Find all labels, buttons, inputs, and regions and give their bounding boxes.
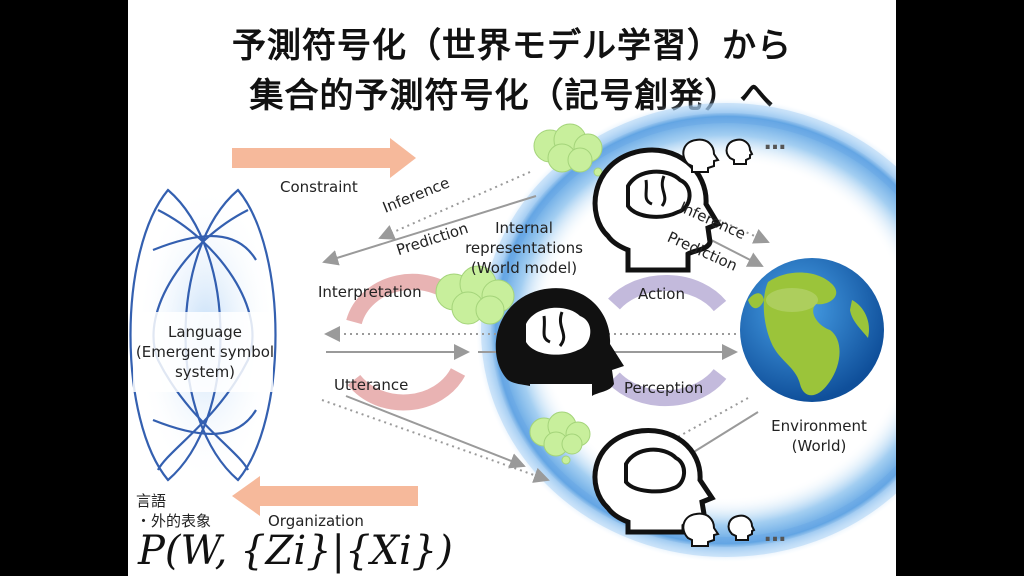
brain-head-icon (495, 138, 756, 547)
jp-external-representation-label: ・外的表象 (136, 512, 212, 530)
more-agents-top: … (764, 130, 788, 155)
thought-cloud-icon (435, 123, 603, 465)
probability-formula: P(W, {Zi}|{Xi}) (138, 528, 453, 574)
symbol-system-loops-icon (129, 185, 277, 485)
perception-label: Perception (624, 379, 704, 397)
slide: 予測符号化（世界モデル学習）から 集合的予測符号化（記号創発）へ (128, 0, 896, 576)
left-flow-arrows (321, 171, 550, 483)
title-line-1: 予測符号化（世界モデル学習）から (232, 26, 792, 66)
utterance-label: Utterance (334, 376, 409, 394)
earth-globe-icon (740, 258, 884, 402)
more-agents-bottom: … (764, 522, 788, 547)
action-label: Action (638, 285, 685, 303)
constraint-arrow (232, 138, 416, 178)
action-perception-cycle (608, 275, 727, 407)
internal-representations-label: Internal representations (World model) (465, 219, 583, 277)
language-label: Language (Emergent symbol system) (135, 323, 275, 381)
environment-label: Environment (World) (771, 417, 867, 455)
organization-label: Organization (268, 512, 364, 530)
constraint-label: Constraint (280, 178, 358, 196)
interpretation-label: Interpretation (318, 283, 422, 301)
organization-arrow (232, 476, 418, 516)
diagram-graphics (129, 98, 896, 562)
jp-language-label: 言語 (136, 492, 167, 510)
